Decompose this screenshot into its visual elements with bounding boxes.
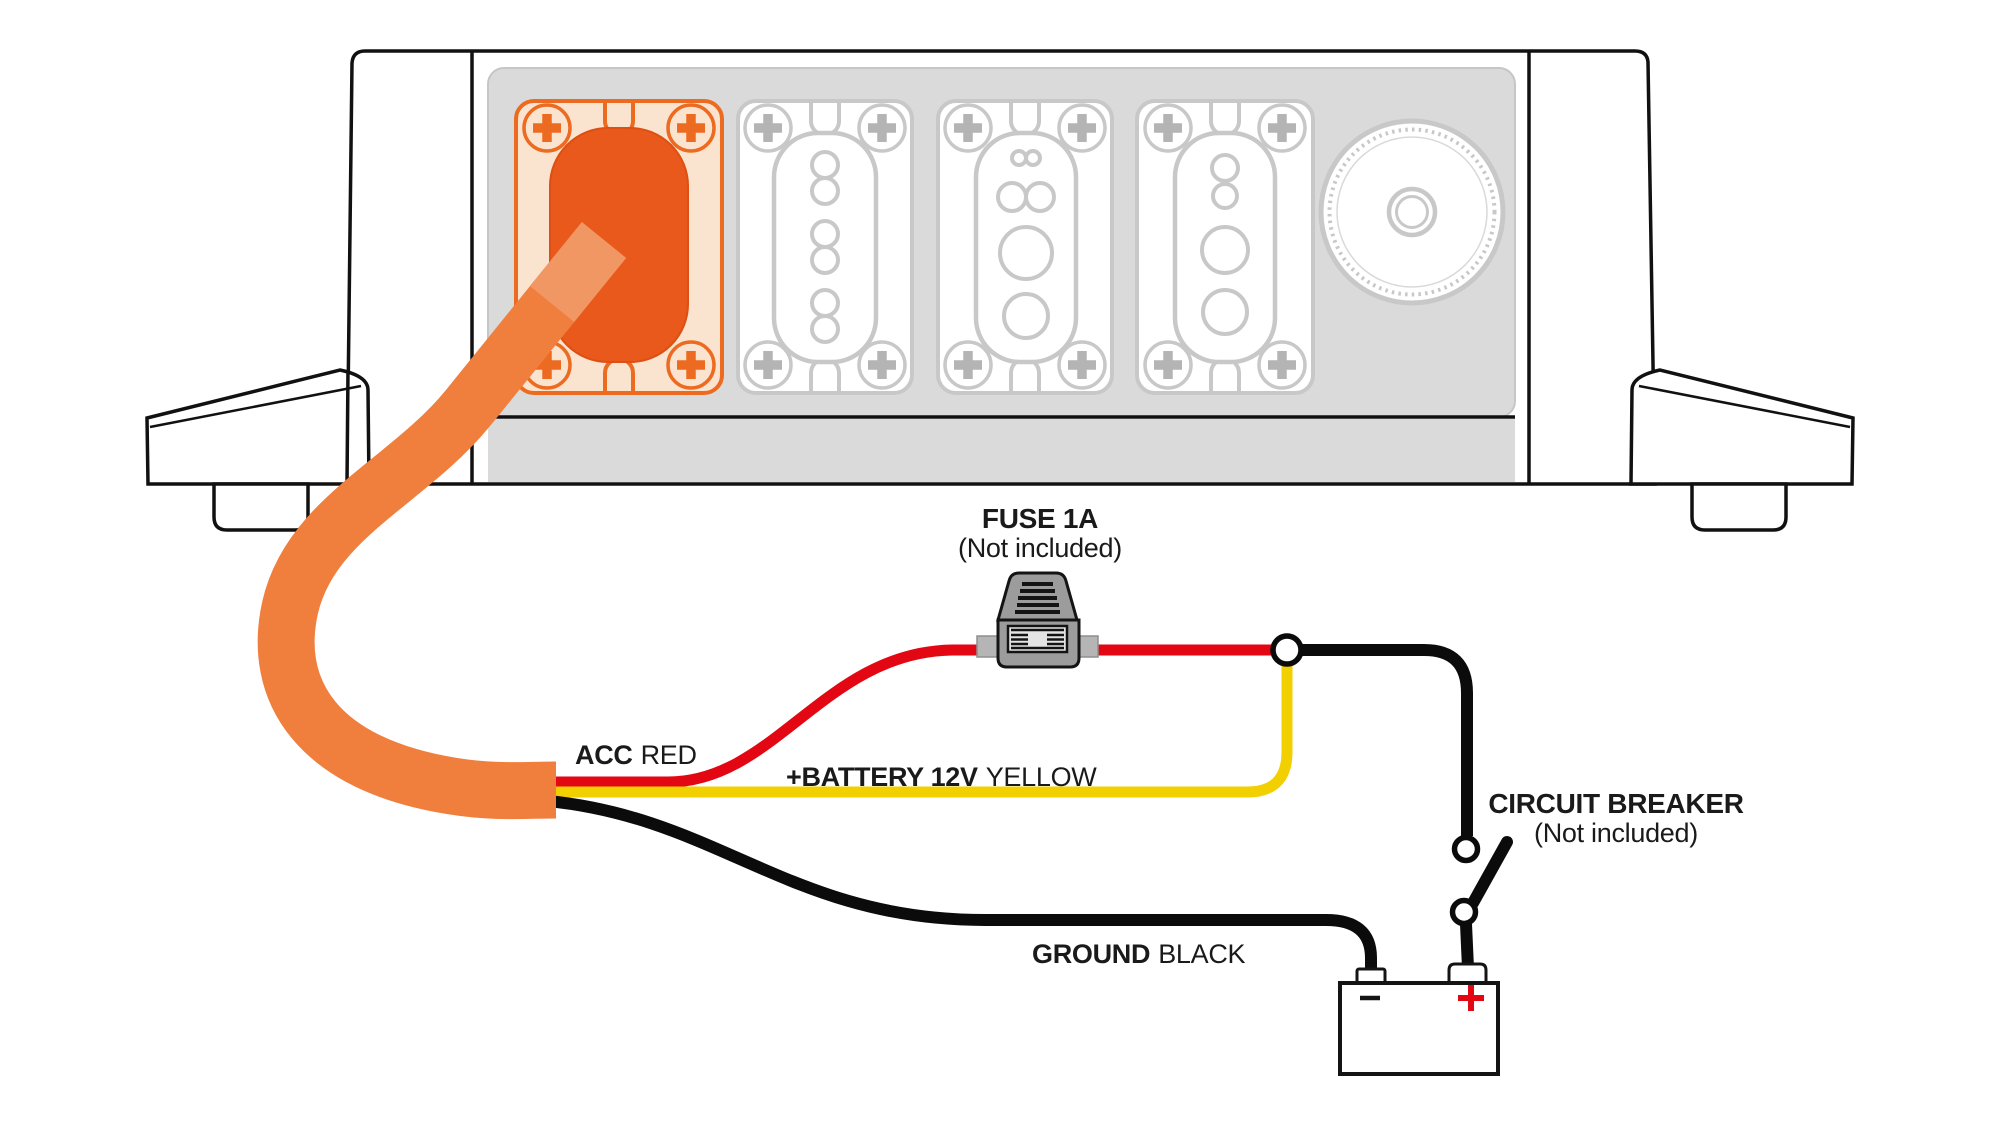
battery-yellow-wire xyxy=(548,661,1293,798)
battery-negative-post xyxy=(1355,967,1387,985)
cable-body xyxy=(257,222,627,820)
pin-hole xyxy=(810,245,840,275)
harness-wires xyxy=(547,644,1473,976)
screw-cross-icon xyxy=(754,351,782,379)
pin-hole xyxy=(1201,288,1249,336)
right-mount-bracket xyxy=(1629,368,1855,486)
battery-wire-label-bold: +BATTERY 12V xyxy=(786,762,978,792)
battery-plus-symbol xyxy=(1458,985,1484,1011)
pin-hole xyxy=(1200,225,1250,275)
round-antenna-connector xyxy=(1318,118,1506,306)
pin-hole xyxy=(1024,149,1042,167)
acc-wire-label-bold: ACC xyxy=(575,740,633,770)
round-connector-outer xyxy=(1318,118,1506,306)
round-connector-inner-ring xyxy=(1336,136,1488,288)
screw-cross-icon xyxy=(1068,351,1096,379)
battery-positive-post xyxy=(1447,962,1488,985)
center-socket-pin xyxy=(1395,195,1429,229)
pin-hole xyxy=(1002,292,1050,340)
acc-wire-label-rest: RED xyxy=(641,740,697,770)
screw-cross-icon xyxy=(868,351,896,379)
fuse-cap-ribs-icon xyxy=(1015,582,1060,614)
screw-cross-icon xyxy=(954,351,982,379)
screw-cross-icon xyxy=(868,114,896,142)
fuse-holder xyxy=(976,571,1099,669)
screw-cross-icon xyxy=(1154,351,1182,379)
connector-4pin xyxy=(1135,99,1315,395)
screw-cross-icon xyxy=(533,114,561,142)
screw-cross-icon xyxy=(677,351,705,379)
circuit-breaker-label: CIRCUIT BREAKER xyxy=(1488,788,1743,819)
cable-highlight-in-plug xyxy=(529,222,627,322)
pin-hole xyxy=(1024,181,1056,213)
acc-red-wire xyxy=(548,644,1274,788)
battery xyxy=(1338,962,1500,1076)
ground-wire-label-bold: GROUND xyxy=(1032,939,1150,969)
battery-wire-label-rest: YELLOW xyxy=(986,762,1098,792)
ground-wire-label-rest: BLACK xyxy=(1158,939,1245,969)
fuse-label: FUSE 1A xyxy=(982,503,1098,534)
diagram-labels: FUSE 1A (Not included) CIRCUIT BREAKER (… xyxy=(575,503,1744,969)
left-mount-bracket-edge xyxy=(149,384,362,429)
screw-cross-icon xyxy=(1268,351,1296,379)
connector-6pin xyxy=(736,99,914,395)
fuse-wire-tab-left xyxy=(976,635,1000,658)
pin-hole xyxy=(1210,153,1240,183)
circuit-breaker-symbol xyxy=(1270,633,1513,969)
fuse-sublabel: (Not included) xyxy=(958,533,1122,563)
knurled-ring-icon xyxy=(1327,127,1497,297)
screw-cross-icon xyxy=(1154,114,1182,142)
screw-cross-icon xyxy=(677,114,705,142)
fuse-window-lines-icon xyxy=(1011,628,1064,650)
ground-wire-label: GROUND BLACK xyxy=(1032,939,1246,969)
center-socket xyxy=(1386,186,1438,238)
orange-power-cable xyxy=(257,222,627,820)
connector-shell xyxy=(973,130,1079,365)
battery-wire-label: +BATTERY 12V YELLOW xyxy=(786,762,1097,792)
lower-strip xyxy=(488,419,1515,482)
case-left-edge-overlay xyxy=(345,369,350,485)
left-mount-bracket xyxy=(145,368,371,486)
pin-hole xyxy=(810,314,840,344)
connector-shell xyxy=(1172,130,1278,365)
connector-mixed-pin xyxy=(936,99,1114,395)
screw-cross-icon xyxy=(1268,114,1296,142)
screw-cross-icon xyxy=(1068,114,1096,142)
acc-wire-label: ACC RED xyxy=(575,740,697,770)
pin-hole xyxy=(810,176,840,206)
breaker-feed-wire xyxy=(1300,644,1473,836)
left-foot xyxy=(212,482,310,532)
ground-black-wire xyxy=(547,795,1377,976)
right-mount-bracket-edge xyxy=(1638,384,1851,429)
screw-cross-icon xyxy=(754,114,782,142)
pin-hole xyxy=(998,225,1054,281)
circuit-breaker-sublabel: (Not included) xyxy=(1534,818,1698,848)
breaker-to-battery-wire xyxy=(1460,923,1474,969)
breaker-terminal-top xyxy=(1451,834,1481,864)
breaker-terminal-bottom xyxy=(1449,897,1479,927)
screw-cross-icon xyxy=(954,114,982,142)
wire-junction-node xyxy=(1270,633,1304,667)
pin-hole xyxy=(1211,182,1239,210)
right-foot xyxy=(1690,482,1788,532)
breaker-lever xyxy=(1467,836,1513,909)
